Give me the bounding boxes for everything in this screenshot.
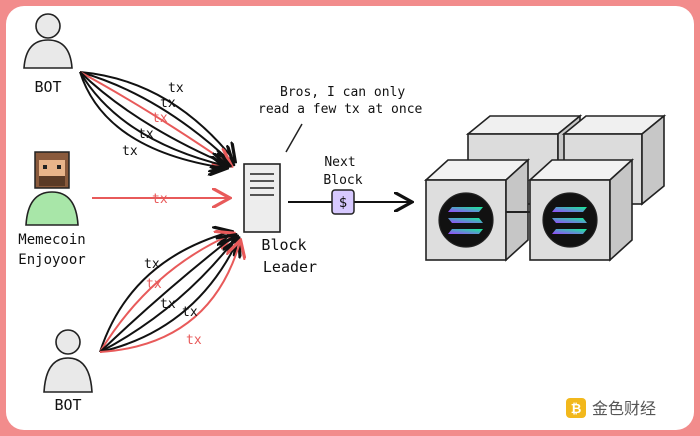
next-block-box — [331, 189, 355, 215]
block-leader-label-line1: Block — [261, 236, 306, 254]
bot-bottom-label: BOT — [54, 396, 81, 414]
bot-top-tx-labels: tx tx tx tx tx — [122, 81, 184, 159]
svg-text:₿: ₿ — [571, 402, 582, 417]
tx-label: tx — [146, 277, 162, 292]
memecoin-label-line1: Memecoin — [18, 232, 85, 248]
memecoin-label-line2: Enjoyoor — [18, 252, 85, 268]
solana-logo-icon — [438, 192, 494, 248]
diagram-canvas: BOT tx tx tx tx tx Memecoin Enjoyoor tx … — [18, 13, 667, 418]
bot-bottom-arrows — [99, 232, 240, 353]
bot-bottom-tx-labels: tx tx tx tx tx — [144, 257, 202, 348]
tx-label: tx — [152, 192, 168, 207]
tx-label: tx — [186, 333, 202, 348]
tx-label: tx — [160, 297, 176, 312]
diagram-frame: BOT tx tx tx tx tx Memecoin Enjoyoor tx … — [6, 6, 694, 430]
watermark-text: 金色财经 — [592, 399, 656, 418]
speech-line1: Bros, I can only — [280, 85, 405, 100]
tx-label: tx — [152, 111, 168, 126]
tx-label: tx — [160, 96, 176, 111]
solana-logo-icon — [542, 192, 598, 248]
next-block-line1: Next — [324, 155, 355, 170]
watermark: ₿ 金色财经 — [566, 398, 656, 418]
bot-top-arrows — [79, 71, 234, 168]
bot-top-avatar — [23, 13, 73, 69]
dollar-sign: $ — [339, 195, 347, 211]
next-block-line2: Block — [323, 173, 362, 188]
speech-pointer — [285, 123, 303, 153]
speech-line2: read a few tx at once — [258, 102, 423, 117]
tx-label: tx — [138, 127, 154, 142]
tx-label: tx — [122, 144, 138, 159]
block-leader-server — [243, 163, 281, 233]
memecoin-avatar — [25, 151, 79, 226]
block-leader-label-line2: Leader — [263, 258, 317, 276]
bot-top-label: BOT — [34, 78, 61, 96]
tx-label: tx — [168, 81, 184, 96]
tx-label: tx — [144, 257, 160, 272]
tx-label: tx — [182, 305, 198, 320]
bot-bottom-avatar — [43, 329, 93, 393]
